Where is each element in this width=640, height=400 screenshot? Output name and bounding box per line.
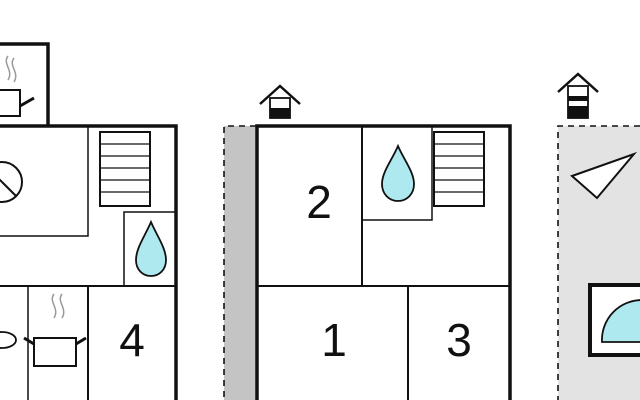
- kitchen-pot-icon: [23, 293, 87, 367]
- cooktop-icon: [0, 161, 23, 203]
- right-floor: [557, 72, 640, 400]
- sunbed-icon: [570, 151, 638, 200]
- room-number: 3: [446, 314, 472, 366]
- terrace-edge: [557, 125, 640, 400]
- kitchen-pot-icon: [0, 55, 35, 117]
- room-number: 1: [321, 314, 347, 366]
- house-floor-marker-icon: [259, 84, 301, 119]
- dining-table-icon: [0, 331, 17, 349]
- room-number: 4: [119, 314, 145, 366]
- room-number: 2: [306, 176, 332, 228]
- house-floor-marker-icon: [557, 72, 599, 119]
- middle-floor: 2 1 3: [223, 84, 512, 400]
- bathroom-drop-icon: [381, 143, 415, 202]
- living-partition: [0, 126, 89, 237]
- annex-wall: [0, 42, 50, 126]
- whirlpool-icon: [588, 283, 640, 357]
- stairs-icon: [433, 131, 485, 207]
- left-floor: 4: [0, 42, 178, 400]
- stairs-icon: [99, 131, 151, 207]
- balcony-strip: [224, 126, 256, 400]
- bathroom-partition: [362, 126, 433, 221]
- outer-wall: [255, 124, 512, 400]
- balcony-edge: [223, 125, 256, 400]
- outer-wall: [0, 124, 178, 400]
- bathroom-drop-icon: [135, 219, 167, 277]
